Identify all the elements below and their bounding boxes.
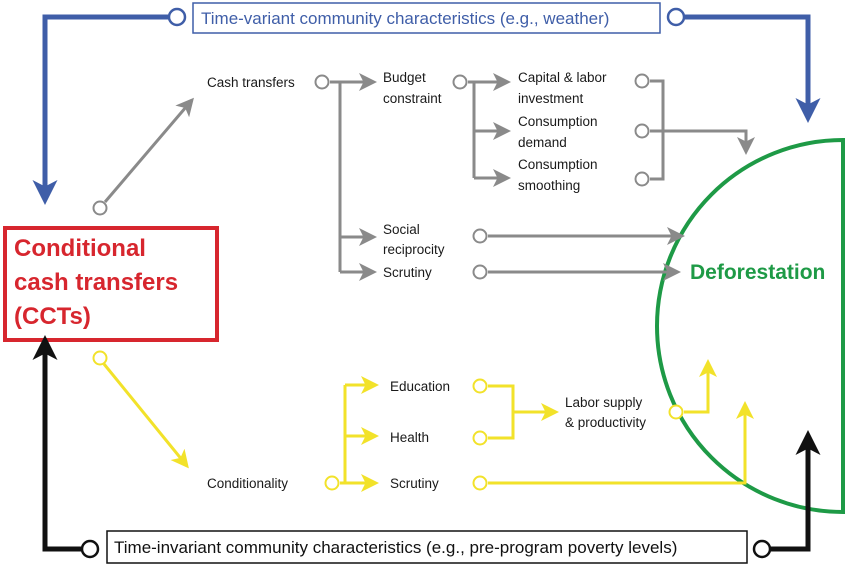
cond-scrutiny-label: Scrutiny bbox=[390, 476, 439, 491]
conditionality-nodes bbox=[92, 350, 684, 491]
demand-label-1: Consumption bbox=[518, 114, 598, 129]
smoothing-label-1: Consumption bbox=[518, 157, 598, 172]
cct-line-3: (CCTs) bbox=[14, 303, 91, 330]
cct-box: Conditional cash transfers (CCTs) bbox=[3, 226, 219, 342]
budget-label-1: Budget bbox=[383, 70, 426, 85]
deforestation-label: Deforestation bbox=[690, 261, 825, 284]
education-label: Education bbox=[390, 379, 450, 394]
blue-arrows bbox=[32, 14, 821, 205]
labor-label-2: & productivity bbox=[565, 415, 646, 430]
capital-label-1: Capital & labor bbox=[518, 70, 607, 85]
conditionality-label: Conditionality bbox=[207, 476, 288, 491]
time-variant-label: Time-variant community characteristics (… bbox=[201, 9, 609, 28]
cash-transfers-label: Cash transfers bbox=[207, 75, 295, 90]
social-label-2: reciprocity bbox=[383, 242, 445, 257]
connector-node bbox=[752, 539, 772, 559]
cash-nodes bbox=[92, 73, 650, 280]
health-label: Health bbox=[390, 430, 429, 445]
black-arrows bbox=[32, 335, 821, 552]
budget-label-2: constraint bbox=[383, 91, 442, 106]
cash-pathway-lines bbox=[103, 73, 755, 281]
connector-node bbox=[666, 7, 686, 27]
capital-label-2: investment bbox=[518, 91, 584, 106]
time-invariant-label: Time-invariant community characteristics… bbox=[114, 538, 677, 557]
time-invariant-box: Time-invariant community characteristics… bbox=[106, 530, 748, 564]
smoothing-label-2: smoothing bbox=[518, 178, 580, 193]
connector-node bbox=[167, 7, 187, 27]
deforestation-node: Deforestation bbox=[655, 137, 845, 515]
conditionality-pathway-lines bbox=[102, 359, 754, 492]
cct-line-1: Conditional bbox=[14, 235, 146, 262]
demand-label-2: demand bbox=[518, 135, 567, 150]
cash-scrutiny-label: Scrutiny bbox=[383, 265, 432, 280]
cct-line-2: cash transfers bbox=[14, 269, 178, 296]
connector-node bbox=[80, 539, 100, 559]
time-variant-box: Time-variant community characteristics (… bbox=[192, 2, 661, 34]
social-label-1: Social bbox=[383, 222, 420, 237]
labor-label-1: Labor supply bbox=[565, 395, 643, 410]
